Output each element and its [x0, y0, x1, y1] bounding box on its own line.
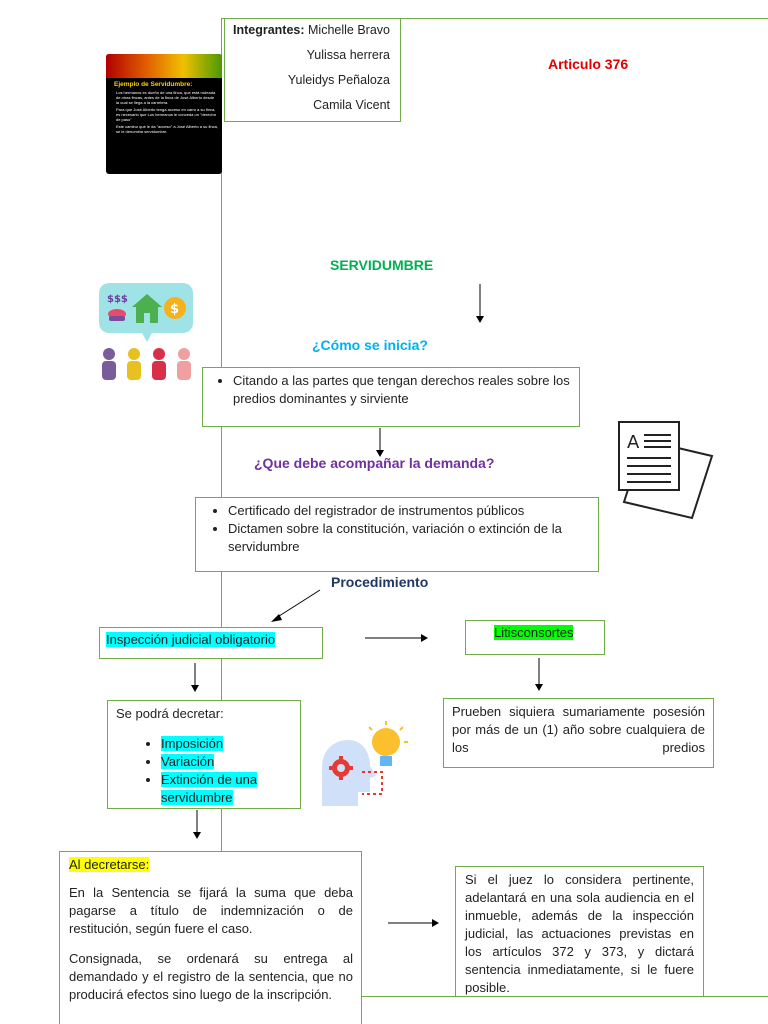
member-name: Camila Vicent [313, 98, 390, 112]
arrow-down [376, 428, 384, 457]
article-title: Articulo 376 [548, 56, 629, 72]
document-icon: A [618, 421, 714, 520]
decretarse-box: Al decretarse: En la Sentencia se fijará… [59, 851, 362, 1024]
podra-item: Imposición [161, 735, 292, 753]
procedimiento-title: Procedimiento [331, 574, 429, 590]
example-slide-thumbnail: Ejemplo de Servidumbre: Los hermanos es … [106, 54, 222, 174]
arrow-right [388, 919, 439, 927]
como-inicia-box: Citando a las partes que tengan derechos… [202, 367, 580, 427]
arrow-down [476, 284, 484, 323]
members-label: Integrantes: [233, 23, 305, 37]
decretarse-paragraph: Consignada, se ordenará su entrega al de… [69, 951, 353, 1002]
juez-text: Si el juez lo considera pertinente, adel… [465, 872, 694, 995]
slide-bullet: Este camino que le da "acceso" a José Al… [116, 124, 219, 134]
litis-label: Litisconsortes [494, 625, 574, 640]
frame-bottom-line-left [361, 996, 455, 997]
prueben-text: Prueben siquiera sumariamente posesión p… [452, 704, 705, 755]
idea-head-icon [322, 721, 408, 806]
svg-text:$: $ [170, 302, 179, 317]
inspeccion-box: Inspección judicial obligatorio [99, 627, 323, 659]
decretarse-paragraph: En la Sentencia se fijará la suma que de… [69, 885, 353, 936]
demanda-box: Certificado del registrador de instrumen… [195, 497, 599, 572]
arrow-down [191, 663, 199, 692]
servidumbre-title: SERVIDUMBRE [330, 257, 434, 273]
frame-top-line [221, 18, 768, 19]
slide-bullet: Para que José Alberto tenga acceso en ca… [116, 107, 216, 122]
svg-text:$$$: $$$ [107, 294, 128, 305]
member-name: Michelle Bravo [308, 23, 390, 37]
arrow-down [535, 658, 543, 691]
demanda-item: Certificado del registrador de instrumen… [228, 502, 592, 520]
member-name: Yulissa herrera [306, 48, 390, 62]
member-name: Yuleidys Peñaloza [287, 73, 390, 87]
como-inicia-title: ¿Cómo se inicia? [312, 337, 428, 353]
arrow-right [365, 634, 428, 642]
slide-title: Ejemplo de Servidumbre: [114, 81, 193, 88]
como-inicia-item: Citando a las partes que tengan derechos… [233, 372, 573, 408]
juez-box: Si el juez lo considera pertinente, adel… [455, 866, 704, 997]
podra-item: Variación [161, 753, 292, 771]
arrow-down [193, 810, 201, 839]
slide-bullet: Los hermanos es dueño de una finca, que … [116, 90, 216, 105]
prueben-box: Prueben siquiera sumariamente posesión p… [443, 698, 714, 768]
inspeccion-label: Inspección judicial obligatorio [106, 632, 276, 647]
demanda-item: Dictamen sobre la constitución, variació… [228, 520, 592, 556]
finance-people-icon: $$$ $ [99, 283, 193, 380]
litis-box: Litisconsortes [465, 620, 605, 655]
svg-text:A: A [627, 432, 640, 453]
podra-label: Se podrá decretar: [116, 706, 224, 721]
decretarse-label: Al decretarse: [69, 857, 150, 872]
frame-bottom-line-right [704, 996, 768, 997]
podra-item: Extinción de una servidumbre [161, 771, 292, 807]
podra-box: Se podrá decretar: Imposición Variación … [107, 700, 301, 809]
arrow-diagonal [271, 589, 321, 622]
members-box: Integrantes: Michelle Bravo Yulissa herr… [224, 18, 401, 122]
demanda-title: ¿Que debe acompañar la demanda? [254, 455, 495, 471]
